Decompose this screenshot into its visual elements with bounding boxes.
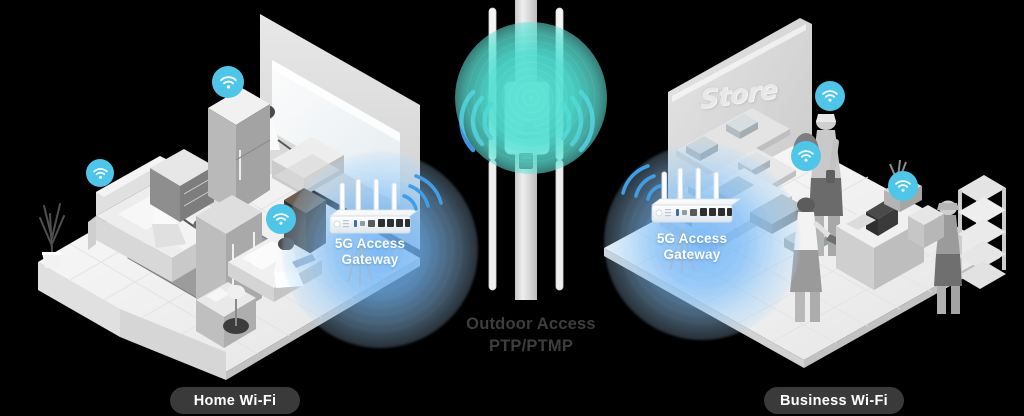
kitchen-cabinet [150, 149, 214, 222]
storage-rack [958, 175, 1006, 289]
wifi-icon [219, 75, 237, 89]
wifi-badge-business-aisle[interactable] [815, 81, 845, 111]
business-wifi-pill[interactable]: Business Wi-Fi [764, 387, 904, 414]
wifi-icon [895, 180, 911, 192]
home-coverage-glow [282, 152, 478, 348]
outdoor-coverage-glow [455, 22, 607, 174]
home-wifi-pill[interactable]: Home Wi-Fi [170, 387, 300, 414]
outdoor-access-caption: Outdoor Access PTP/PTMP [466, 315, 596, 356]
crate [908, 205, 944, 248]
wifi-icon [798, 150, 814, 162]
home-side-wall [38, 262, 226, 380]
business-coverage-glow [604, 144, 800, 340]
refrigerator [208, 88, 271, 212]
potted-plant [39, 203, 65, 268]
wifi-icon [822, 90, 838, 102]
warehouse-worker [934, 200, 962, 314]
wifi-badge-business-checkout[interactable] [888, 171, 918, 201]
floor-lamp [223, 285, 249, 334]
wifi-badge-home-bedroom[interactable] [266, 204, 296, 234]
wifi-badge-business-customer[interactable] [791, 141, 821, 171]
wifi-badge-home-living-room[interactable] [86, 159, 114, 187]
wifi-icon [273, 213, 289, 225]
wifi-badge-home-kitchen[interactable] [212, 66, 244, 98]
wifi-icon [92, 167, 108, 179]
